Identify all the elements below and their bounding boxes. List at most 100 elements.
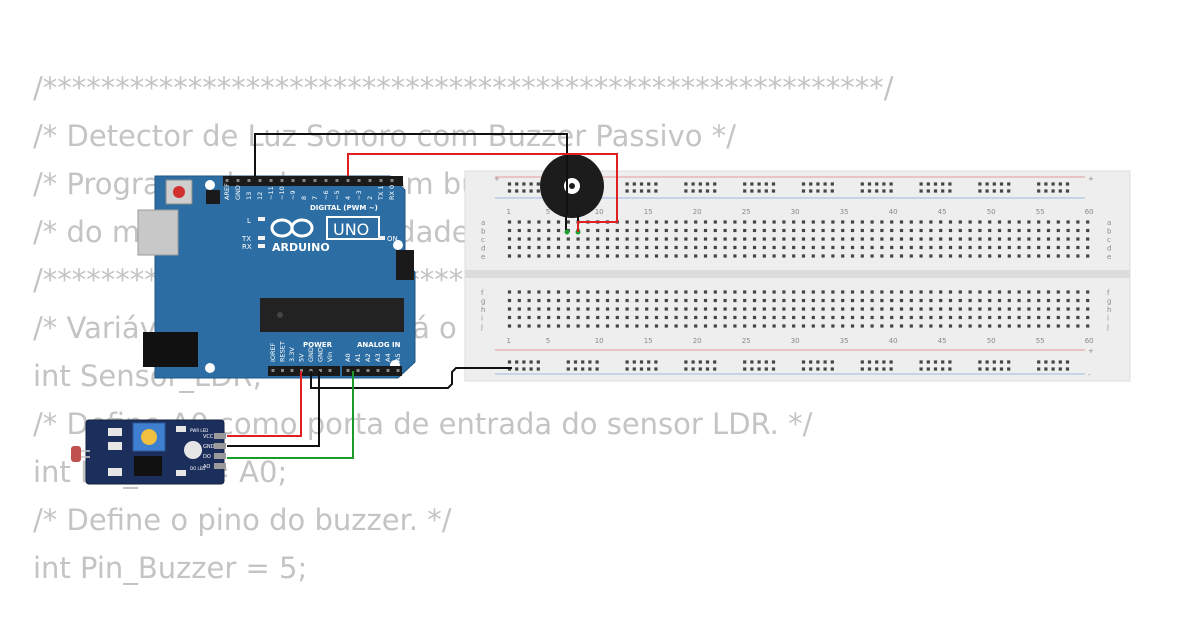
breadboard-hole[interactable] [566, 298, 570, 303]
breadboard-hole[interactable] [890, 245, 894, 250]
breadboard-hole[interactable] [537, 245, 541, 250]
breadboard-hole[interactable] [586, 290, 590, 294]
rail-hole[interactable] [654, 367, 658, 371]
breadboard-hole[interactable] [733, 220, 737, 224]
rail-hole[interactable] [978, 189, 982, 193]
breadboard-hole[interactable] [1046, 254, 1051, 258]
rail-hole[interactable] [875, 182, 879, 186]
breadboard-hole[interactable] [1086, 245, 1090, 250]
breadboard-hole[interactable] [1066, 220, 1070, 224]
breadboard-hole[interactable] [997, 298, 1002, 303]
breadboard-hole[interactable] [1056, 315, 1060, 320]
breadboard-hole[interactable] [841, 220, 845, 224]
breadboard-hole[interactable] [1027, 290, 1031, 294]
rail-hole[interactable] [639, 360, 644, 364]
breadboard-hole[interactable] [988, 324, 992, 328]
breadboard-hole[interactable] [635, 228, 639, 233]
breadboard-hole[interactable] [958, 290, 962, 294]
breadboard-hole[interactable] [919, 298, 923, 303]
breadboard-hole[interactable] [997, 290, 1002, 294]
breadboard-hole[interactable] [1046, 324, 1051, 328]
breadboard-hole[interactable] [1056, 254, 1060, 258]
breadboard-hole[interactable] [978, 315, 982, 320]
rail-hole[interactable] [809, 367, 813, 371]
breadboard-hole[interactable] [723, 324, 727, 328]
rail-hole[interactable] [933, 367, 938, 371]
breadboard-hole[interactable] [1017, 254, 1021, 258]
breadboard-hole[interactable] [821, 220, 825, 224]
breadboard-hole[interactable] [566, 324, 570, 328]
breadboard-hole[interactable] [762, 228, 766, 233]
breadboard-hole[interactable] [1046, 237, 1051, 241]
breadboard-hole[interactable] [850, 237, 855, 241]
breadboard-hole[interactable] [537, 220, 541, 224]
rail-hole[interactable] [889, 189, 893, 193]
breadboard-hole[interactable] [1056, 324, 1060, 328]
breadboard-hole[interactable] [713, 290, 717, 294]
rail-hole[interactable] [698, 360, 702, 364]
breadboard-hole[interactable] [899, 228, 904, 233]
breadboard-hole[interactable] [831, 245, 835, 250]
rail-hole[interactable] [875, 189, 879, 193]
rail-hole[interactable] [625, 189, 629, 193]
breadboard-hole[interactable] [1076, 220, 1080, 224]
rail-hole[interactable] [691, 360, 695, 364]
breadboard-hole[interactable] [762, 290, 766, 294]
breadboard-hole[interactable] [625, 290, 629, 294]
breadboard-hole[interactable] [978, 228, 982, 233]
rail-hole[interactable] [809, 189, 813, 193]
breadboard-hole[interactable] [1086, 254, 1090, 258]
rail-hole[interactable] [882, 360, 886, 364]
breadboard-hole[interactable] [733, 290, 737, 294]
rail-hole[interactable] [941, 189, 945, 193]
breadboard-hole[interactable] [723, 245, 727, 250]
breadboard-hole[interactable] [782, 307, 786, 311]
breadboard-hole[interactable] [605, 254, 610, 258]
rail-hole[interactable] [889, 367, 893, 371]
breadboard-hole[interactable] [831, 290, 835, 294]
rail-hole[interactable] [691, 182, 695, 186]
breadboard-hole[interactable] [713, 254, 717, 258]
breadboard-hole[interactable] [625, 245, 629, 250]
rail-hole[interactable] [933, 189, 938, 193]
breadboard-hole[interactable] [694, 290, 698, 294]
breadboard-hole[interactable] [576, 254, 580, 258]
breadboard-hole[interactable] [801, 324, 806, 328]
breadboard-hole[interactable] [723, 298, 727, 303]
breadboard-hole[interactable] [870, 237, 874, 241]
breadboard-hole[interactable] [507, 298, 512, 303]
breadboard-hole[interactable] [890, 228, 894, 233]
breadboard-hole[interactable] [997, 307, 1002, 311]
breadboard-hole[interactable] [792, 290, 796, 294]
breadboard-hole[interactable] [596, 315, 600, 320]
rail-hole[interactable] [1044, 367, 1048, 371]
breadboard-hole[interactable] [929, 245, 933, 250]
header-pin[interactable] [236, 179, 240, 182]
breadboard-hole[interactable] [909, 245, 913, 250]
breadboard-hole[interactable] [772, 237, 776, 241]
rail-hole[interactable] [941, 360, 945, 364]
breadboard-hole[interactable] [703, 220, 708, 224]
breadboard-hole[interactable] [1017, 298, 1021, 303]
breadboard-hole[interactable] [517, 324, 521, 328]
breadboard-hole[interactable] [1037, 315, 1041, 320]
breadboard-hole[interactable] [899, 245, 904, 250]
rail-hole[interactable] [750, 367, 754, 371]
breadboard-hole[interactable] [919, 245, 923, 250]
breadboard-hole[interactable] [929, 298, 933, 303]
breadboard-hole[interactable] [909, 307, 913, 311]
header-pin[interactable] [346, 179, 350, 182]
breadboard-hole[interactable] [517, 254, 521, 258]
breadboard-hole[interactable] [997, 237, 1002, 241]
breadboard-hole[interactable] [566, 245, 570, 250]
breadboard-hole[interactable] [860, 307, 864, 311]
rail-hole[interactable] [566, 360, 570, 364]
breadboard-hole[interactable] [968, 237, 972, 241]
breadboard-hole[interactable] [909, 254, 913, 258]
breadboard-hole[interactable] [566, 315, 570, 320]
rail-hole[interactable] [1051, 360, 1055, 364]
breadboard-hole[interactable] [988, 315, 992, 320]
breadboard-hole[interactable] [733, 315, 737, 320]
breadboard-hole[interactable] [1056, 220, 1060, 224]
breadboard-hole[interactable] [556, 254, 561, 258]
